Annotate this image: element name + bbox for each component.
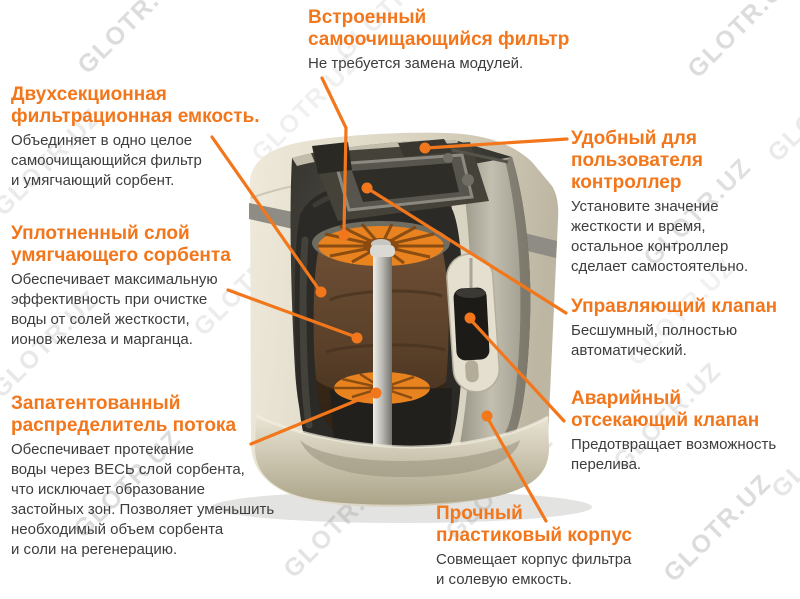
callout-shutoff-valve: Аварийный отсекающий клапан Предотвращае… bbox=[571, 388, 799, 475]
callout-heading: Встроенный самоочищающийся фильтр bbox=[308, 7, 570, 50]
recess-shadow bbox=[505, 157, 531, 437]
callout-built-in-filter: Встроенный самоочищающийся фильтр Не тре… bbox=[308, 7, 588, 74]
callout-body: Установите значение жесткости и время, о… bbox=[571, 198, 749, 275]
callout-body: Предотвращает возможность перелива. bbox=[571, 436, 777, 473]
callout-line-controller bbox=[424, 137, 569, 150]
base-pedestal bbox=[255, 414, 549, 505]
callout-line-tank bbox=[210, 135, 322, 293]
callout-sorbent-layer: Уплотненный слой умягчающего сорбента Об… bbox=[11, 223, 306, 350]
callout-heading: Удобный для пользователя контроллер bbox=[571, 128, 703, 193]
callout-heading: Уплотненный слой умягчающего сорбента bbox=[11, 223, 231, 266]
callout-body: Объединяет в одно целое самоочищающийся … bbox=[11, 132, 202, 189]
callout-dots bbox=[315, 142, 493, 422]
callout-dot-controller bbox=[419, 142, 431, 154]
callout-dot-shutoff bbox=[464, 312, 476, 324]
callout-control-valve: Управляющий клапан Бесшумный, полностью … bbox=[571, 296, 799, 361]
callout-line-housing bbox=[485, 415, 548, 523]
callout-body: Обеспечивает протекание воды через ВЕСЬ … bbox=[11, 441, 275, 558]
callout-dot-filter bbox=[338, 229, 350, 241]
riser-tube bbox=[370, 245, 395, 450]
callout-line-filter bbox=[320, 76, 348, 234]
callout-flow-distributor: Запатентованный распределитель потока Об… bbox=[11, 393, 316, 560]
controller-assembly bbox=[311, 142, 489, 221]
callout-dot-sorbent bbox=[351, 332, 363, 344]
callout-line-sorbent bbox=[226, 288, 358, 339]
callout-two-section-tank: Двухсекционная фильтрационная емкость. О… bbox=[11, 84, 306, 191]
callout-dot-valve bbox=[361, 182, 373, 194]
callout-body: Бесшумный, полностью автоматический. bbox=[571, 322, 738, 359]
shutoff-float-valve bbox=[453, 258, 490, 361]
callout-lines bbox=[210, 76, 569, 523]
callout-dot-housing bbox=[481, 410, 493, 422]
callout-user-controller: Удобный для пользователя контроллер Уста… bbox=[571, 128, 796, 277]
callout-dot-tank bbox=[315, 286, 327, 298]
callout-heading: Управляющий клапан bbox=[571, 296, 778, 317]
callout-heading: Аварийный отсекающий клапан bbox=[571, 388, 760, 431]
callout-heading: Запатентованный распределитель потока bbox=[11, 393, 237, 436]
cabinet-band-left bbox=[249, 203, 293, 229]
callout-plastic-housing: Прочный пластиковый корпус Совмещает кор… bbox=[436, 503, 716, 590]
callout-dot-distributor bbox=[370, 387, 382, 399]
callout-line-valve bbox=[365, 186, 568, 315]
callout-body: Совмещает корпус фильтра и солевую емкос… bbox=[436, 551, 632, 588]
lid-edge-line bbox=[451, 148, 509, 164]
callout-body: Обеспечивает максимальную эффективность … bbox=[11, 271, 218, 348]
callout-heading: Прочный пластиковый корпус bbox=[436, 503, 633, 546]
callout-body: Не требуется замена модулей. bbox=[308, 55, 524, 72]
callout-line-distributor bbox=[249, 391, 377, 446]
callout-heading: Двухсекционная фильтрационная емкость. bbox=[11, 84, 260, 127]
callout-line-shutoff bbox=[468, 317, 566, 423]
